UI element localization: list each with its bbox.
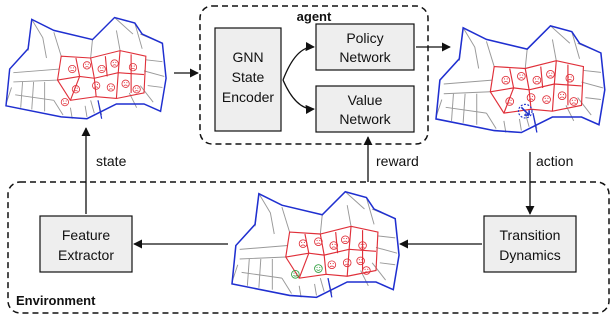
state-label: state bbox=[96, 153, 127, 169]
encoder-label-line-2: State bbox=[232, 69, 265, 85]
encoder-to-policy-arrow bbox=[282, 42, 315, 81]
action-cursor-icon bbox=[517, 103, 533, 119]
sad-face-icon bbox=[298, 235, 371, 275]
encoder-label-line-3: Encoder bbox=[222, 89, 274, 105]
next-state-city-map bbox=[231, 190, 400, 299]
value-network-box bbox=[315, 85, 415, 133]
transition-label-line-1: Transition bbox=[500, 227, 561, 243]
feature-label-line-2: Extractor bbox=[58, 247, 114, 263]
agent-title: agent bbox=[297, 9, 332, 24]
environment-title: Environment bbox=[16, 293, 96, 308]
state-city-map bbox=[5, 16, 167, 120]
gnn-state-encoder-box bbox=[214, 27, 282, 132]
transition-label-line-2: Dynamics bbox=[499, 247, 560, 263]
encoder-label-line-1: GNN bbox=[232, 49, 263, 65]
happy-face-icon bbox=[291, 264, 323, 279]
sad-face-icon bbox=[60, 59, 141, 107]
action-label: action bbox=[536, 153, 573, 169]
value-label-line-1: Value bbox=[348, 92, 383, 108]
reward-label: reward bbox=[376, 153, 419, 169]
feature-extractor-box bbox=[39, 215, 133, 273]
feature-label-line-1: Feature bbox=[62, 227, 110, 243]
encoder-to-value-arrow bbox=[282, 79, 315, 114]
policy-label-line-1: Policy bbox=[346, 30, 383, 46]
environment-container bbox=[7, 181, 610, 314]
action-city-map bbox=[435, 25, 606, 134]
policy-label-line-2: Network bbox=[339, 49, 391, 65]
agent-container bbox=[199, 5, 429, 145]
policy-network-box bbox=[315, 23, 415, 71]
transition-dynamics-box bbox=[483, 215, 577, 273]
value-label-line-2: Network bbox=[339, 111, 391, 127]
